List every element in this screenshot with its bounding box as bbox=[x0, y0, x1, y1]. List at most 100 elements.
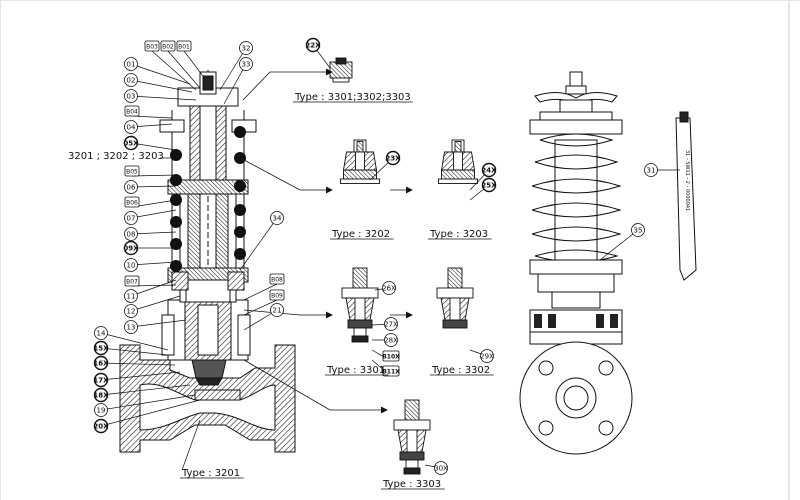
part-callout-14: 14 bbox=[94, 326, 108, 340]
part-callout-32: 32 bbox=[239, 41, 253, 55]
assembly-top-nut bbox=[329, 57, 353, 83]
assembly-3301 bbox=[341, 267, 379, 343]
callout-circle bbox=[93, 372, 109, 388]
callout-text: 22X bbox=[305, 42, 321, 50]
leader-line bbox=[100, 362, 176, 366]
callout-circle bbox=[631, 223, 645, 237]
part-callout-29x: 29X bbox=[480, 349, 494, 363]
leader-line bbox=[130, 63, 191, 85]
callout-text: 23X bbox=[385, 155, 401, 163]
part-callout-06: 06 bbox=[124, 180, 138, 194]
leader-line bbox=[130, 209, 177, 219]
box-text: B11X bbox=[382, 369, 400, 376]
leader-line bbox=[130, 279, 177, 297]
caption-type-top: Type : 3301;3302;3303 bbox=[294, 92, 411, 103]
leader-line bbox=[100, 399, 201, 427]
box-outline bbox=[124, 105, 140, 117]
callout-circle bbox=[124, 89, 138, 103]
part-callout-12: 12 bbox=[124, 304, 138, 318]
callout-circle bbox=[124, 289, 138, 303]
callout-text: 32 bbox=[242, 45, 251, 53]
callout-text: 25X bbox=[481, 182, 497, 190]
leader-line bbox=[130, 295, 181, 312]
callout-text: 31 bbox=[647, 167, 656, 175]
part-box-b05: B05 bbox=[124, 165, 140, 177]
callout-circle bbox=[124, 211, 138, 225]
box-outline bbox=[124, 165, 140, 177]
callout-text: 03 bbox=[127, 93, 136, 101]
leader-line bbox=[167, 50, 201, 89]
part-callout-34: 34 bbox=[270, 211, 284, 225]
part-box-b10x: B10X bbox=[382, 350, 400, 362]
callout-circle bbox=[434, 461, 448, 475]
part-callout-35: 35 bbox=[631, 223, 645, 237]
callout-circle bbox=[124, 304, 138, 318]
box-outline bbox=[124, 196, 140, 208]
callout-text: 27X bbox=[384, 321, 398, 329]
leader-line bbox=[181, 419, 201, 471]
callout-text: 13 bbox=[127, 324, 136, 332]
part-box-b04: B04 bbox=[124, 105, 140, 117]
callout-text: 10 bbox=[127, 262, 136, 270]
leader-line bbox=[131, 284, 177, 287]
callout-text: 30X bbox=[434, 465, 448, 473]
callout-text: 12 bbox=[127, 308, 136, 316]
part-callout-28x: 28X bbox=[384, 333, 398, 347]
caption-type-3301: Type : 3301 bbox=[326, 365, 385, 376]
callout-circle bbox=[124, 320, 138, 334]
caption-type-3203: Type : 3203 bbox=[429, 229, 488, 240]
part-box-b09: B09 bbox=[269, 289, 285, 301]
plug bbox=[191, 359, 227, 379]
leader-line bbox=[130, 231, 177, 235]
part-box-b11x: B11X bbox=[382, 365, 400, 377]
part-callout-05x: 05X bbox=[123, 135, 139, 151]
leader-line bbox=[100, 347, 169, 356]
assembly-3303 bbox=[393, 399, 431, 475]
part-callout-04: 04 bbox=[124, 120, 138, 134]
callout-text: 08 bbox=[127, 231, 136, 239]
box-outline bbox=[176, 40, 192, 52]
callout-circle bbox=[239, 57, 253, 71]
leader-line bbox=[219, 47, 247, 91]
leader-line bbox=[131, 115, 173, 119]
part-callout-25x: 25X bbox=[481, 177, 497, 193]
box-text: B09 bbox=[271, 293, 283, 300]
callout-text: 04 bbox=[127, 124, 136, 132]
part-callout-01: 01 bbox=[124, 57, 138, 71]
callout-circle bbox=[481, 162, 497, 178]
callout-text: 09X bbox=[123, 245, 139, 253]
assembly-3302 bbox=[436, 267, 474, 329]
leader-line bbox=[131, 174, 177, 177]
callout-circle bbox=[480, 349, 494, 363]
callout-text: 21 bbox=[273, 307, 282, 315]
callout-circle bbox=[124, 73, 138, 87]
spring-coils bbox=[170, 126, 246, 272]
box-outline bbox=[160, 40, 176, 52]
callout-text: 06 bbox=[127, 184, 136, 192]
callout-text: 18X bbox=[93, 392, 109, 400]
callout-circle bbox=[93, 355, 109, 371]
part-callout-22x: 22X bbox=[305, 37, 321, 53]
callout-circle bbox=[270, 303, 284, 317]
callout-text: 34 bbox=[273, 215, 282, 223]
external-valve-view bbox=[519, 71, 633, 455]
box-outline bbox=[382, 365, 400, 377]
callout-circle bbox=[270, 211, 284, 225]
callout-circle bbox=[123, 240, 139, 256]
leader-line bbox=[100, 394, 196, 411]
box-outline bbox=[269, 289, 285, 301]
callout-circle bbox=[305, 37, 321, 53]
callout-text: 20X bbox=[93, 423, 109, 431]
caption-type-3302: Type : 3302 bbox=[431, 365, 490, 376]
part-callout-18x: 18X bbox=[93, 387, 109, 403]
callout-text: 11 bbox=[127, 293, 136, 301]
box-text: B10X bbox=[382, 354, 400, 361]
callout-circle bbox=[384, 333, 398, 347]
assembly-3202 bbox=[340, 139, 380, 184]
part-box-b01: B01 bbox=[176, 40, 192, 52]
part-box-b06: B06 bbox=[124, 196, 140, 208]
part-callout-08: 08 bbox=[124, 227, 138, 241]
spring bbox=[531, 133, 622, 263]
callout-text: 05X bbox=[123, 140, 139, 148]
part-callout-02: 02 bbox=[124, 73, 138, 87]
